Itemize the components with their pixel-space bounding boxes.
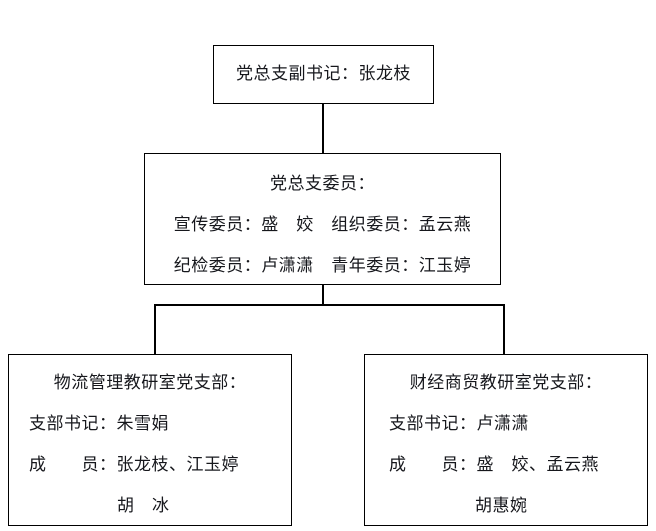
node-committee-line-3: 纪检委员：卢潇潇 青年委员：江玉婷 [173, 256, 472, 276]
node-branch-finance-title: 财经商贸教研室党支部： [409, 373, 603, 393]
node-branch-logistics-members-line-1: 成 员：张龙枝、江玉婷 [29, 455, 239, 475]
node-committee-line-2: 宣传委员：盛 姣 组织委员：孟云燕 [173, 215, 472, 235]
connector-committee-to-logistics-branch [154, 304, 156, 355]
node-vice-secretary[interactable]: 党总支副书记：张龙枝 [213, 45, 434, 104]
connector-committee-stub [322, 284, 324, 306]
connector-committee-to-finance-branch [503, 304, 505, 355]
node-branch-finance[interactable]: 财经商贸教研室党支部： 支部书记：卢潇潇 成 员：盛 姣、孟云燕 胡惠婉 [364, 354, 648, 526]
node-committee-line-1: 党总支委员： [270, 174, 375, 194]
node-vice-secretary-line-1: 党总支副书记：张龙枝 [236, 64, 411, 84]
connector-branch-bus [154, 304, 504, 306]
node-branch-logistics-members-line-2: 胡 冰 [117, 496, 170, 516]
node-committee[interactable]: 党总支委员： 宣传委员：盛 姣 组织委员：孟云燕 纪检委员：卢潇潇 青年委员：江… [144, 153, 501, 285]
node-branch-finance-secretary: 支部书记：卢潇潇 [389, 414, 529, 434]
node-branch-logistics[interactable]: 物流管理教研室党支部： 支部书记：朱雪娟 成 员：张龙枝、江玉婷 胡 冰 [8, 354, 292, 526]
node-branch-finance-members-line-2: 胡惠婉 [475, 496, 528, 516]
node-branch-logistics-title: 物流管理教研室党支部： [53, 373, 247, 393]
node-branch-logistics-secretary: 支部书记：朱雪娟 [29, 414, 169, 434]
node-branch-finance-members-line-1: 成 员：盛 姣、孟云燕 [389, 455, 599, 475]
connector-vice-secretary-to-committee [322, 103, 324, 154]
